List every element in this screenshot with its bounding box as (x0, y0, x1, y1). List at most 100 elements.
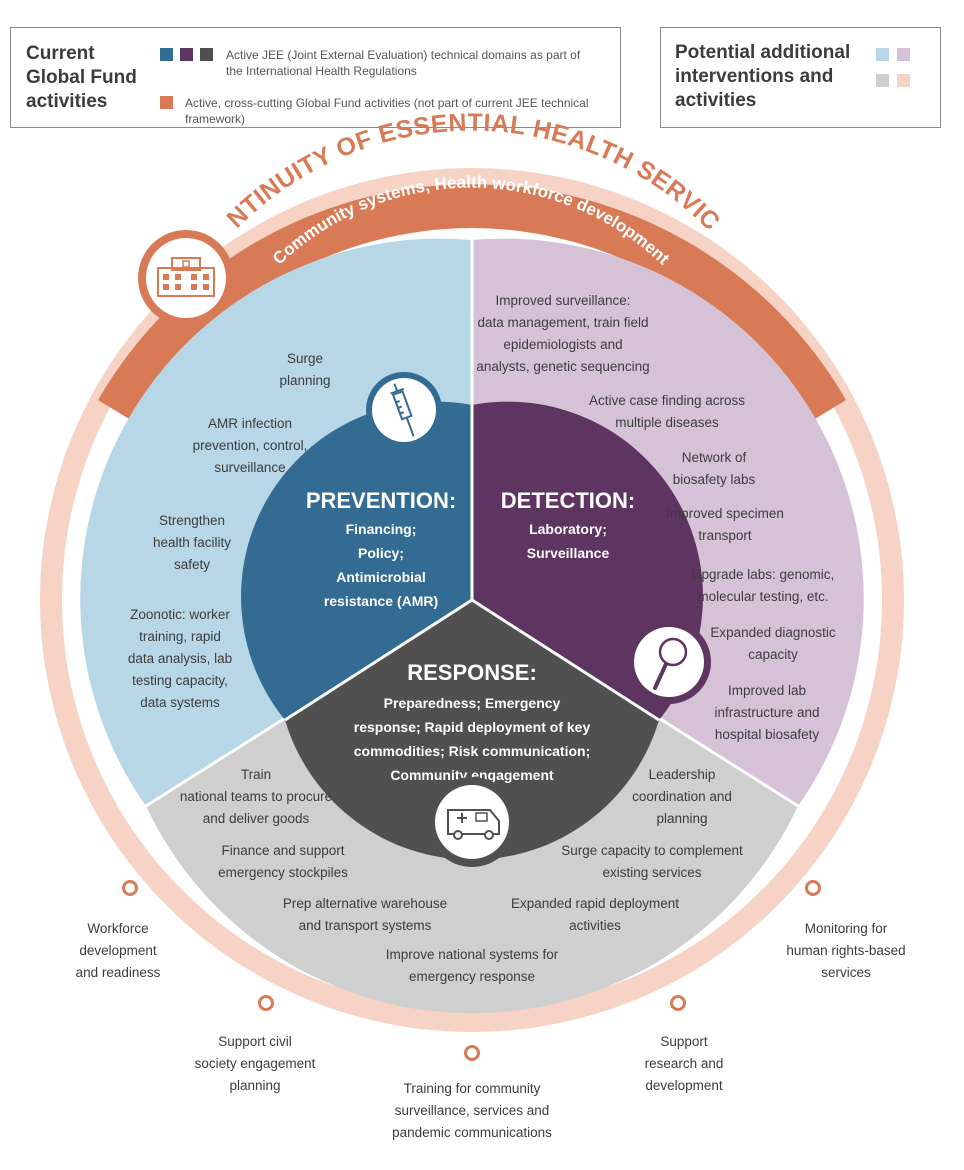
prevention-item: health facility (153, 535, 231, 550)
outer-item: pandemic communications (392, 1125, 552, 1140)
legend-current-activities: Current Global Fund activities Active JE… (10, 27, 621, 128)
detection-item: transport (698, 528, 752, 543)
swatch-response (200, 48, 213, 61)
legend-potential-activities: Potential additional interventions and a… (660, 27, 941, 128)
prevention-item: Zoonotic: worker (130, 607, 230, 622)
detection-item: multiple diseases (615, 415, 719, 430)
prevention-item: data systems (140, 695, 220, 710)
swatch-detection-light (897, 48, 910, 61)
prevention-core-text: Financing; Policy; Antimicrobial resistance… (324, 521, 438, 609)
response-title: RESPONSE: (407, 660, 537, 685)
detection-item: Network of (682, 450, 747, 465)
outer-item: Monitoring for (805, 921, 888, 936)
prevention-item: prevention, control, (193, 438, 308, 453)
response-core-sector (285, 600, 659, 860)
response-item: Train (241, 767, 271, 782)
prevention-core-sector (241, 401, 472, 720)
detection-item: molecular testing, etc. (697, 589, 828, 604)
magnifier-icon (627, 620, 711, 704)
response-item: Finance and support (221, 843, 344, 858)
detection-core-line: Surveillance (527, 545, 610, 561)
detection-core-line: Laboratory; (529, 521, 607, 537)
outer-item: planning (229, 1078, 280, 1093)
prevention-core-line: Antimicrobial (336, 569, 425, 585)
outer-item: Workforce (87, 921, 148, 936)
swatch-prevention-light (876, 48, 889, 61)
response-item: activities (569, 918, 621, 933)
response-item: coordination and (632, 789, 732, 804)
response-items: Train national teams to procure and delive… (180, 767, 743, 984)
outer-item: development (645, 1078, 723, 1093)
response-core-line: response; Rapid deployment of key (354, 719, 591, 735)
prevention-title: PREVENTION: (306, 488, 456, 513)
prevention-item: planning (279, 373, 330, 388)
detection-item: analysts, genetic sequencing (476, 359, 649, 374)
response-item: emergency response (409, 969, 535, 984)
prevention-core-line: Policy; (358, 545, 404, 561)
detection-item: hospital biosafety (715, 727, 820, 742)
legend-potential-title: Potential additional interventions and a… (675, 42, 851, 111)
response-core-line: Preparedness; Emergency (384, 695, 561, 711)
prevention-core-line: Financing; (346, 521, 417, 537)
legend-jee-text: Active JEE (Joint External Evaluation) t… (226, 48, 581, 78)
legend-current-title: Current Global Fund activities (26, 43, 137, 112)
outer-item: surveillance, services and (395, 1103, 550, 1118)
outer-item: Support civil (218, 1034, 292, 1049)
outer-item: research and (645, 1056, 724, 1071)
outer-ring-dot-workforce (121, 879, 139, 897)
prevention-core-line: resistance (AMR) (324, 593, 438, 609)
detection-item: Expanded diagnostic (710, 625, 836, 640)
detection-item: Active case finding across (589, 393, 745, 408)
detection-item: capacity (748, 647, 798, 662)
prevention-item: safety (174, 557, 210, 572)
prevention-item: training, rapid (139, 629, 221, 644)
response-core-text: Preparedness; Emergency response; Rapid d… (354, 695, 591, 783)
outer-ring-dot-civil-society (257, 994, 275, 1012)
response-item: and deliver goods (203, 811, 310, 826)
response-item: Prep alternative warehouse (283, 896, 447, 911)
detection-item: Improved specimen (666, 506, 784, 521)
detection-item: biosafety labs (673, 472, 756, 487)
response-core-line: Community engagement (390, 767, 554, 783)
detection-item: infrastructure and (714, 705, 819, 720)
detection-item: Upgrade labs: genomic, (692, 567, 835, 582)
response-item: existing services (602, 865, 701, 880)
response-item: planning (656, 811, 707, 826)
outer-ring-dot-monitoring (804, 879, 822, 897)
response-item: Expanded rapid deployment (511, 896, 679, 911)
detection-items: Improved surveillance:data management, t… (476, 293, 836, 742)
response-item: and transport systems (299, 918, 432, 933)
swatch-crosscutting-light (897, 74, 910, 87)
response-item: Improve national systems for (386, 947, 559, 962)
prevention-item: Strengthen (159, 513, 225, 528)
outer-item: human rights-based (786, 943, 905, 958)
building-icon (138, 230, 234, 326)
response-item: emergency stockpiles (218, 865, 348, 880)
prevention-item: data analysis, lab (128, 651, 232, 666)
prevention-item: surveillance (214, 460, 285, 475)
outer-item: development (79, 943, 157, 958)
outer-item: and readiness (76, 965, 161, 980)
prevention-item: Surge (287, 351, 323, 366)
detection-core-text: Laboratory; Surveillance (527, 521, 610, 561)
detection-title: DETECTION: (501, 488, 635, 513)
response-item: Leadership (649, 767, 716, 782)
swatch-response-light (876, 74, 889, 87)
prevention-item: testing capacity, (132, 673, 228, 688)
outer-item: society engagement (195, 1056, 316, 1071)
response-item: Surge capacity to complement (561, 843, 743, 858)
outer-ring-dot-training (463, 1044, 481, 1062)
ambulance-icon (427, 777, 517, 867)
prevention-item: AMR infection (208, 416, 292, 431)
outer-item: Support (660, 1034, 708, 1049)
detection-item: Improved lab (728, 683, 806, 698)
outer-item: Training for community (404, 1081, 541, 1096)
outer-items: Workforce development and readinessSupport… (76, 921, 906, 1140)
swatch-detection (180, 48, 193, 61)
outer-ring-dot-research (669, 994, 687, 1012)
outer-item: services (821, 965, 871, 980)
response-core-line: commodities; Risk communication; (354, 743, 590, 759)
response-item: national teams to procure (180, 789, 332, 804)
